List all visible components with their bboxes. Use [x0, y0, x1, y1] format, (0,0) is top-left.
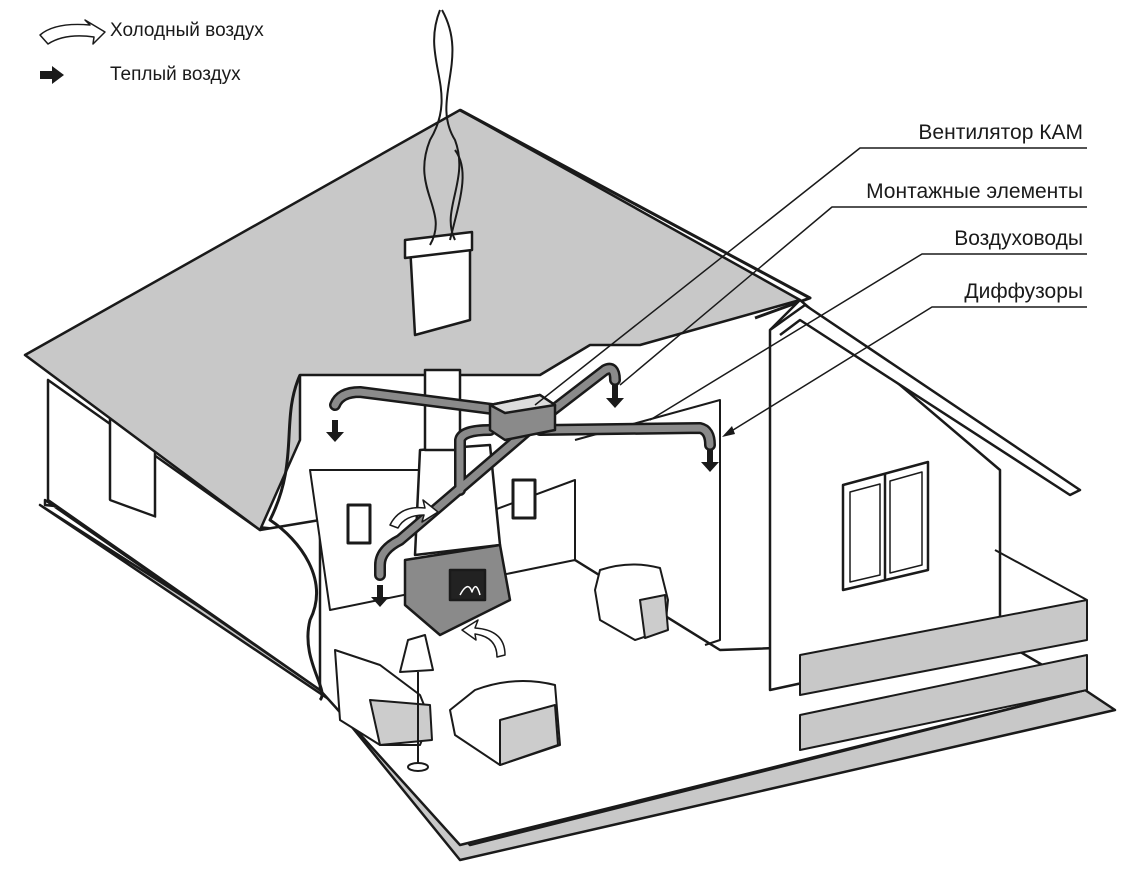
legend-warm-air-label: Теплый воздух: [110, 64, 241, 85]
right-window-icon: [841, 460, 930, 592]
interior-partition: [574, 399, 721, 646]
cutaway-edge: [268, 374, 324, 702]
legend-cold-air-label: Холодный воздух: [110, 20, 264, 41]
sofa-icon: [334, 649, 433, 746]
callout-mounting-label: Монтажные элементы: [866, 180, 1083, 203]
callout-diffusers-label: Диффузоры: [964, 280, 1083, 303]
balcony-railing: [799, 549, 1088, 751]
roof: [23, 108, 802, 532]
legend-cold-air-icon: [39, 19, 106, 45]
picture-frame-icon: [346, 503, 372, 545]
fan-unit-icon: [488, 393, 557, 442]
cold-air-arrow-icon: [389, 499, 439, 529]
warm-air-arrow-icon: [326, 385, 719, 607]
callout-fan-label: Вентилятор КАМ: [918, 121, 1083, 144]
legend-warm-air-icon: [40, 66, 64, 84]
floor-lamp-icon: [399, 634, 434, 772]
armchair-icon: [594, 563, 669, 641]
smoke-icon: [423, 9, 464, 246]
callout-ducts-label: Воздуховоды: [954, 227, 1083, 250]
gable-trim: [769, 303, 1082, 497]
chimney-icon: [403, 230, 474, 337]
armchair-icon: [449, 680, 561, 766]
air-ducts-fill: [331, 365, 714, 579]
diffuser-pointer-icon: [722, 426, 735, 437]
roof-ridge: [459, 108, 812, 320]
callout-leaders: [534, 147, 1087, 436]
picture-frame-icon: [511, 478, 537, 520]
cold-air-arrow-icon: [461, 619, 506, 658]
